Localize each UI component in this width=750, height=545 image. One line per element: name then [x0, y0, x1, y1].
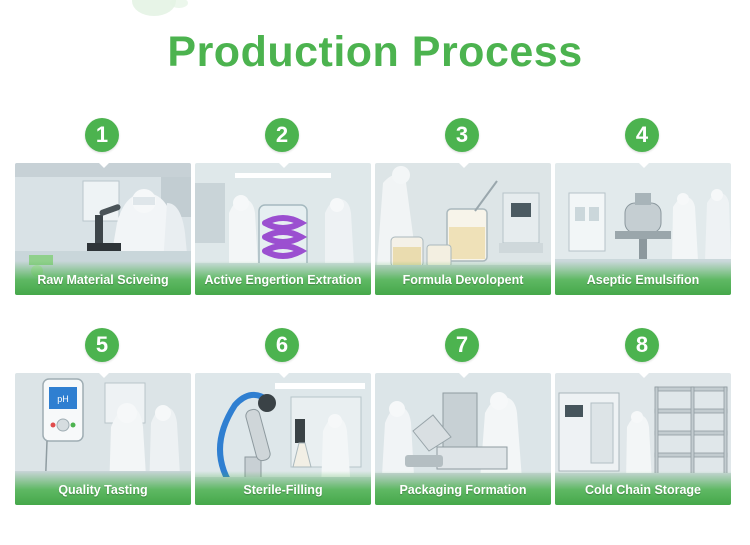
photo-notch	[638, 373, 650, 378]
photo-notch	[98, 163, 110, 168]
step-photo-extraction: Active Engertion Extration	[195, 163, 371, 295]
step-label: Packaging Formation	[399, 483, 527, 497]
step-caption-band: Sterile-Filling	[195, 471, 371, 505]
step-label: Raw Material Sciveing	[37, 273, 169, 287]
step-number-badge: 6	[265, 328, 299, 362]
step-photo-formula: Formula Devolopent	[375, 163, 551, 295]
step-label: Cold Chain Storage	[585, 483, 701, 497]
photo-notch	[278, 373, 290, 378]
step-caption-band: Packaging Formation	[375, 471, 551, 505]
step-label: Formula Devolopent	[402, 273, 524, 287]
step-number-badge: 5	[85, 328, 119, 362]
photo-notch	[98, 373, 110, 378]
step-photo-emulsification: Aseptic Emulsifion	[555, 163, 731, 295]
step-card-4: 4 Aseptic Emulsifion	[555, 118, 731, 295]
step-card-1: 1 Raw Material Sciveing	[15, 118, 191, 295]
device-screen-text: pH	[57, 394, 69, 404]
step-caption-band: Cold Chain Storage	[555, 471, 731, 505]
step-photo-packaging: Packaging Formation	[375, 373, 551, 505]
photo-notch	[278, 163, 290, 168]
step-photo-filling: Sterile-Filling	[195, 373, 371, 505]
step-card-2: 2 Active Engertion Extration	[195, 118, 371, 295]
leaf-decoration-small	[170, 0, 188, 8]
step-card-7: 7 Packaging Formation	[375, 328, 551, 505]
step-label: Sterile-Filling	[243, 483, 323, 497]
step-label: Quality Tasting	[58, 483, 148, 497]
step-number-badge: 7	[445, 328, 479, 362]
page-title: Production Process	[167, 28, 583, 76]
step-card-8: 8 Cold Chain Storage	[555, 328, 731, 505]
step-card-6: 6 Sterile-Filling	[195, 328, 371, 505]
step-label: Active Engertion Extration	[204, 273, 362, 287]
photo-notch	[458, 163, 470, 168]
step-label: Aseptic Emulsifion	[586, 273, 700, 287]
step-number-badge: 4	[625, 118, 659, 152]
step-number-badge: 1	[85, 118, 119, 152]
step-card-3: 3 Formula Devolopent	[375, 118, 551, 295]
step-photo-cold-storage: Cold Chain Storage	[555, 373, 731, 505]
step-photo-quality: pH Quality Tasting	[15, 373, 191, 505]
step-number-badge: 8	[625, 328, 659, 362]
step-number-badge: 3	[445, 118, 479, 152]
step-card-5: 5 pH Quality Tasting	[15, 328, 191, 505]
photo-notch	[638, 163, 650, 168]
step-caption-band: Quality Tasting	[15, 471, 191, 505]
step-caption-band: Formula Devolopent	[375, 261, 551, 295]
step-caption-band: Active Engertion Extration	[195, 261, 371, 295]
step-photo-raw-material: Raw Material Sciveing	[15, 163, 191, 295]
step-number-badge: 2	[265, 118, 299, 152]
leaf-decoration	[132, 0, 176, 16]
step-caption-band: Aseptic Emulsifion	[555, 261, 731, 295]
photo-notch	[458, 373, 470, 378]
step-caption-band: Raw Material Sciveing	[15, 261, 191, 295]
